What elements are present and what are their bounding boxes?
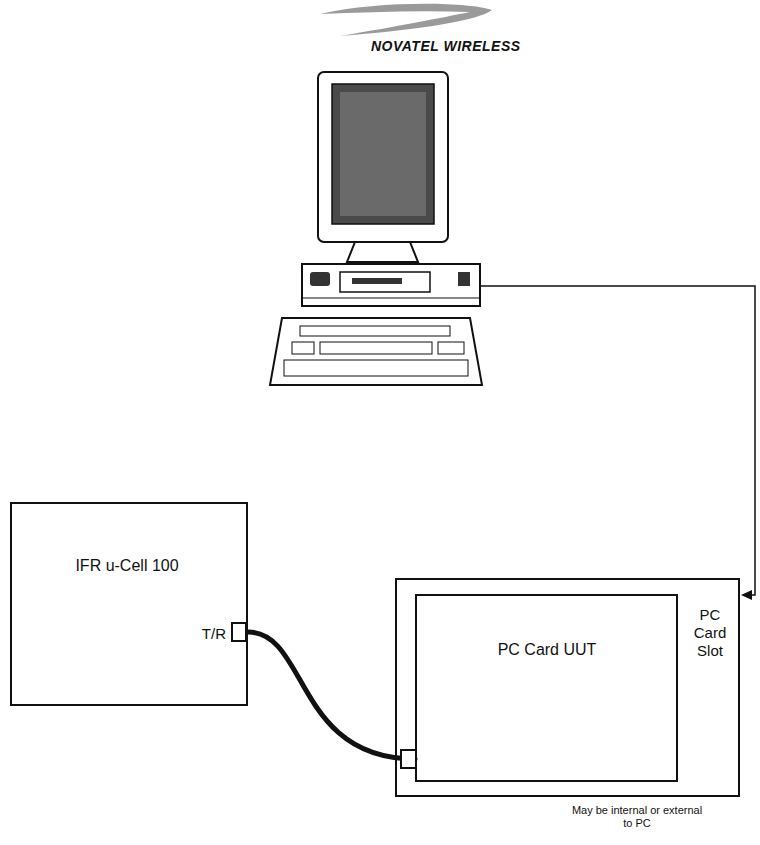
card-box: PC Card UUT (415, 594, 678, 782)
computer-illustration (270, 72, 755, 600)
node-label: PC Card UUT (437, 640, 657, 659)
node-label: T/R (162, 625, 226, 643)
connector-port (400, 749, 417, 769)
node-label: PC Card Slot (683, 606, 737, 660)
logo-text: NOVATEL WIRELESS (371, 38, 521, 54)
connector-port (231, 622, 247, 642)
node-label: May be internal or external to PC (567, 804, 707, 830)
node-label: IFR u-Cell 100 (72, 556, 182, 575)
rf-cable (248, 632, 415, 759)
logo-swoosh (320, 4, 492, 36)
card-slot-box: PC Card SlotMay be internal or external … (395, 578, 740, 797)
instrument-box: IFR u-Cell 100T/R (10, 502, 248, 706)
